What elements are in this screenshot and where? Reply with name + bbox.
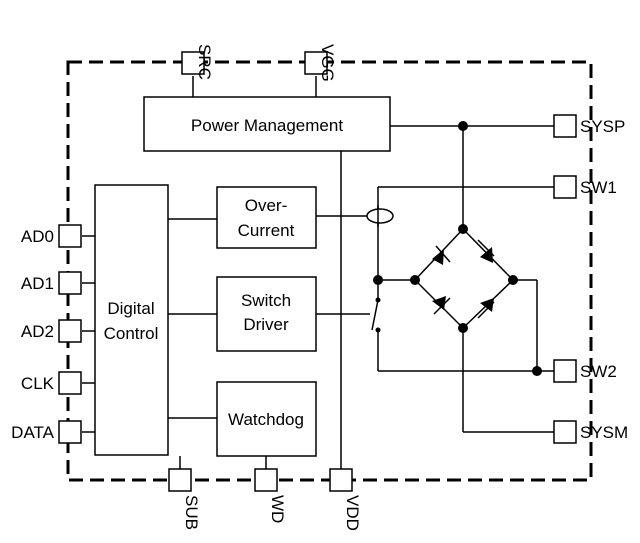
digital-control-label-2: Control [104, 324, 159, 343]
pin-clk-label: CLK [21, 374, 55, 393]
pin-sw2-label: SW2 [580, 362, 617, 381]
diode-icon [480, 298, 494, 312]
switch-driver-block: Switch Driver [216, 276, 317, 352]
pin-vgg-label: VGG [318, 44, 337, 82]
digital-control-block: Digital Control [94, 184, 169, 456]
pin-data-label: DATA [11, 423, 54, 442]
pin-ad0: AD0 [21, 224, 82, 248]
pin-ad2: AD2 [21, 319, 82, 343]
pin-sysm: SYSM [553, 420, 628, 444]
pin-src-label: SRC [195, 44, 214, 80]
digital-control-label-1: Digital [107, 299, 154, 318]
pin-sysp: SYSP [553, 114, 625, 138]
over-current-label-1: Over- [245, 196, 288, 215]
switch-driver-label-2: Driver [243, 315, 289, 334]
current-sense-ellipse [366, 208, 394, 224]
over-current-label-2: Current [238, 221, 295, 240]
pin-wd: WD [254, 468, 287, 523]
pin-vgg: VGG [304, 44, 337, 82]
pin-sub-label: SUB [182, 495, 201, 530]
pin-ad0-label: AD0 [21, 227, 54, 246]
pin-sysp-label: SYSP [580, 117, 625, 136]
pin-clk: CLK [21, 371, 82, 395]
pin-sw1-label: SW1 [580, 178, 617, 197]
power-management-label: Power Management [191, 116, 343, 135]
watchdog-label: Watchdog [228, 410, 304, 429]
pin-ad2-label: AD2 [21, 322, 54, 341]
switch-driver-label-1: Switch [241, 291, 291, 310]
diode-icon [432, 249, 444, 265]
pin-sub: SUB [168, 468, 201, 530]
pin-ad1: AD1 [21, 271, 82, 295]
pin-vdd-label: VDD [343, 495, 362, 531]
pin-src: SRC [181, 44, 214, 80]
pin-wd-label: WD [268, 495, 287, 523]
power-management-block: Power Management [143, 96, 391, 152]
watchdog-block: Watchdog [216, 381, 317, 457]
pin-vdd: VDD [329, 468, 362, 531]
pin-sw2: SW2 [553, 359, 617, 383]
pin-ad1-label: AD1 [21, 274, 54, 293]
junctions [373, 121, 542, 376]
pin-sysm-label: SYSM [580, 423, 628, 442]
over-current-block: Over- Current [216, 186, 317, 249]
pin-sw1: SW1 [553, 175, 617, 199]
pin-data: DATA [11, 420, 82, 444]
bridge-diodes [432, 239, 495, 319]
